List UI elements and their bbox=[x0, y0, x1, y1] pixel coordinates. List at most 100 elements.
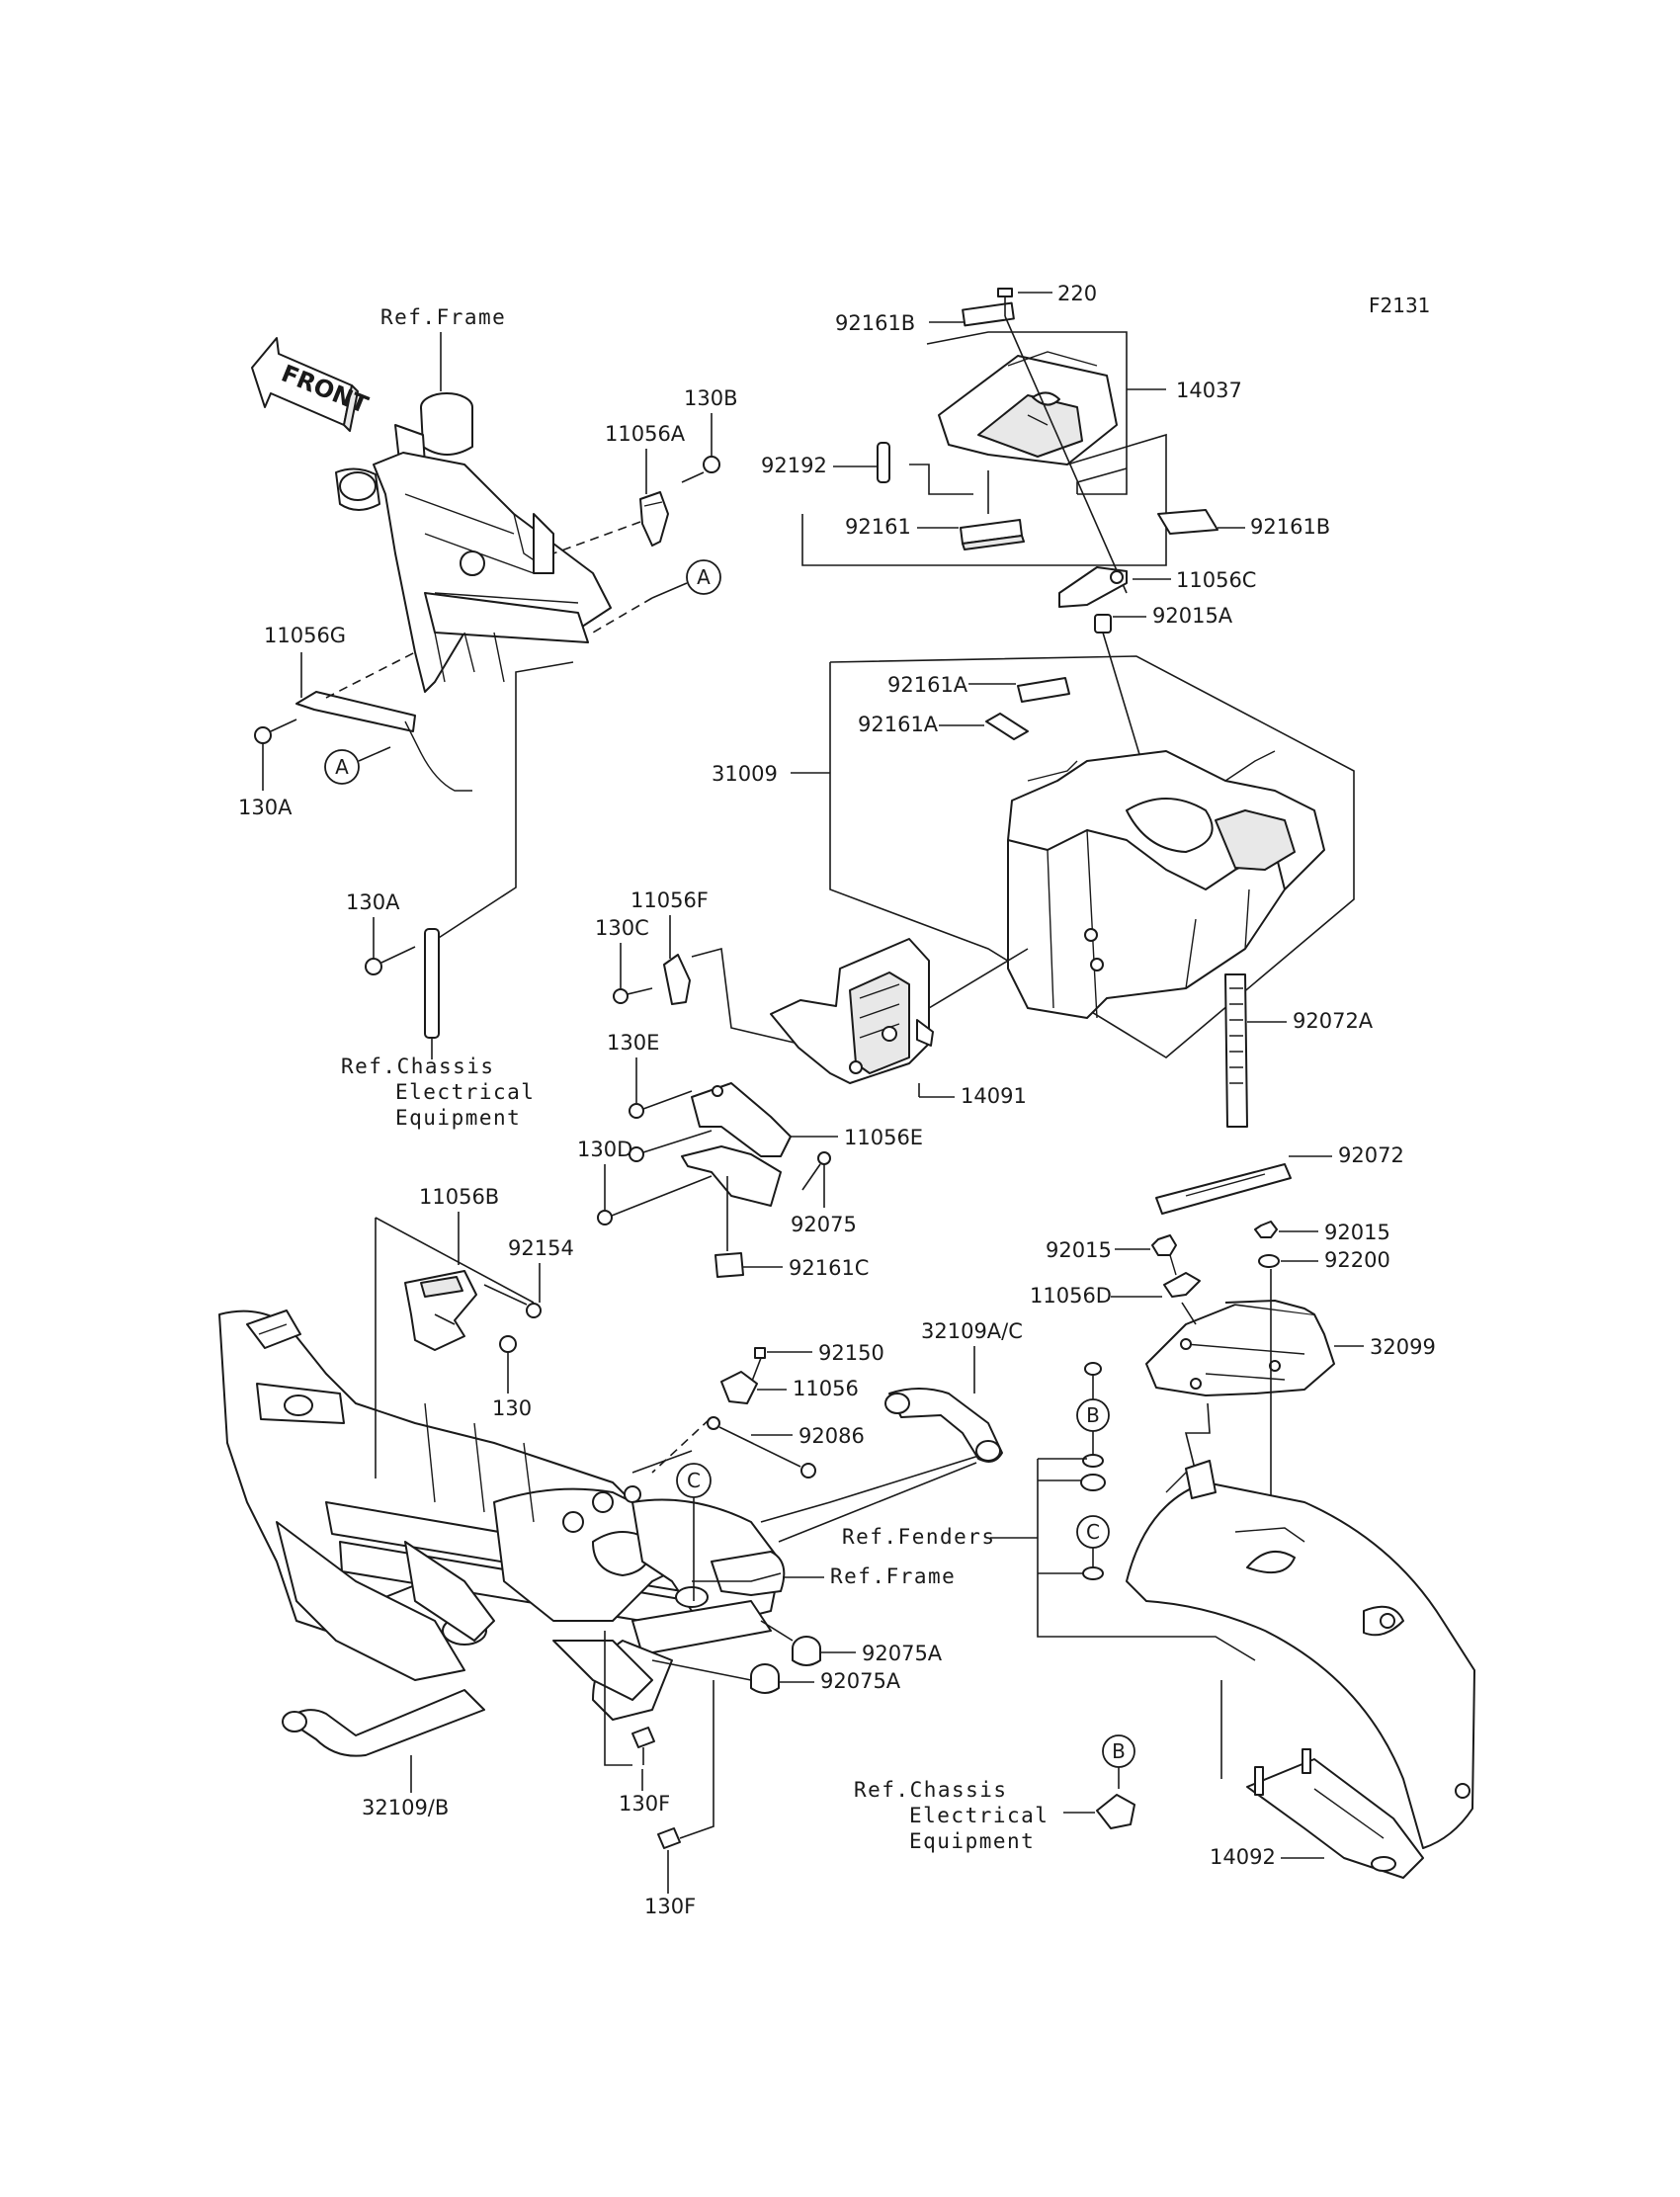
part-92072A-strap bbox=[1224, 973, 1248, 1128]
part-washer-stack-1 bbox=[1082, 1454, 1104, 1468]
part-11056B-bracket bbox=[404, 1270, 477, 1351]
part-11056A bbox=[639, 491, 669, 547]
label-130: 130 bbox=[492, 1396, 532, 1420]
part-92192-pin bbox=[877, 442, 890, 483]
label-92154: 92154 bbox=[508, 1236, 574, 1260]
label-ref-chassis-right-3: Equipment bbox=[909, 1829, 1035, 1853]
part-14092-flap bbox=[1246, 1748, 1424, 1879]
label-92161A-1: 92161A bbox=[887, 673, 968, 697]
label-130A-1: 130A bbox=[238, 796, 293, 819]
label-11056A: 11056A bbox=[605, 422, 686, 446]
part-130F-bolt-2 bbox=[657, 1827, 681, 1849]
label-92161B-2: 92161B bbox=[1250, 515, 1330, 539]
label-11056B: 11056B bbox=[419, 1185, 499, 1209]
label-32109AC: 32109A/C bbox=[921, 1319, 1023, 1343]
label-130E: 130E bbox=[607, 1031, 659, 1055]
label-92161B-1: 92161B bbox=[835, 311, 915, 335]
part-92161C-pad bbox=[714, 1252, 744, 1278]
part-92075-bolt bbox=[801, 1151, 831, 1191]
label-92075: 92075 bbox=[791, 1213, 857, 1236]
part-11056F-bracket bbox=[663, 954, 691, 1005]
part-92150-bolt bbox=[750, 1347, 766, 1385]
part-92161A-pad-2 bbox=[985, 713, 1029, 740]
label-ref-chassis-left-2: Electrical bbox=[395, 1080, 535, 1104]
svg-text:A: A bbox=[335, 755, 349, 779]
part-130E-bolt-2 bbox=[629, 1130, 713, 1162]
part-92161B-pad-top bbox=[962, 301, 1015, 327]
svg-text:C: C bbox=[687, 1469, 701, 1492]
part-11056C-bracket bbox=[1058, 566, 1128, 608]
svg-text:B: B bbox=[1112, 1739, 1126, 1763]
main-frame-drawing bbox=[218, 1310, 786, 1721]
label-130F-2: 130F bbox=[644, 1895, 696, 1918]
part-92015-nut-right bbox=[1254, 1221, 1278, 1238]
part-92161A-pad-1 bbox=[1017, 677, 1070, 703]
label-220: 220 bbox=[1057, 282, 1097, 305]
label-92150: 92150 bbox=[818, 1341, 884, 1365]
marker-a-bottom bbox=[324, 749, 360, 785]
part-11056-clamp bbox=[720, 1371, 758, 1404]
part-130A-bolt-left bbox=[254, 718, 297, 744]
label-92075A-2: 92075A bbox=[820, 1669, 901, 1693]
label-32099: 32099 bbox=[1370, 1335, 1436, 1359]
label-ref-chassis-right-1: Ref.Chassis bbox=[854, 1778, 1008, 1802]
label-32109B: 32109/B bbox=[362, 1796, 449, 1819]
svg-text:C: C bbox=[1086, 1520, 1100, 1544]
part-92075A-grommet-2 bbox=[750, 1663, 780, 1694]
label-11056F: 11056F bbox=[630, 888, 709, 912]
part-92161-pad bbox=[960, 519, 1025, 550]
label-92015-1: 92015 bbox=[1046, 1238, 1112, 1262]
part-92086-cable bbox=[707, 1416, 816, 1479]
label-130F-1: 130F bbox=[619, 1792, 670, 1816]
part-11056D-bracket bbox=[1163, 1254, 1201, 1298]
diagram-code: F2131 bbox=[1369, 294, 1430, 317]
label-11056: 11056 bbox=[793, 1377, 859, 1400]
label-92075A-1: 92075A bbox=[862, 1642, 943, 1665]
frame-head-drawing bbox=[335, 392, 612, 693]
label-92015A: 92015A bbox=[1152, 604, 1233, 628]
label-ref-chassis-left-3: Equipment bbox=[395, 1106, 521, 1130]
label-14037: 14037 bbox=[1176, 379, 1242, 402]
label-92192: 92192 bbox=[761, 454, 827, 477]
part-92161B-pad-right bbox=[1157, 509, 1218, 535]
part-11056E-bracket bbox=[681, 1082, 792, 1207]
part-11056G bbox=[295, 691, 472, 792]
rear-fender-drawing bbox=[1126, 1460, 1475, 1849]
label-130C: 130C bbox=[595, 916, 649, 940]
part-130C-bolt bbox=[613, 987, 653, 1004]
part-130A-bolt-lower bbox=[365, 946, 416, 975]
part-nut-stack-top bbox=[1084, 1362, 1102, 1376]
label-130D: 130D bbox=[577, 1138, 632, 1161]
label-92072A: 92072A bbox=[1293, 1009, 1374, 1033]
part-chassis-clip-icon bbox=[1096, 1794, 1135, 1829]
part-130D-bolt bbox=[597, 1175, 713, 1225]
part-130E-bolt bbox=[629, 1090, 693, 1119]
front-arrow-icon: FRONT bbox=[251, 337, 373, 432]
part-grommet-stack bbox=[1080, 1474, 1106, 1491]
label-92161: 92161 bbox=[845, 515, 911, 539]
label-ref-frame-bottom: Ref.Frame bbox=[830, 1564, 956, 1588]
label-92086: 92086 bbox=[798, 1424, 865, 1448]
part-32109AC-hose bbox=[884, 1388, 1003, 1463]
label-92161A-2: 92161A bbox=[858, 713, 939, 736]
label-ref-fenders: Ref.Fenders bbox=[842, 1525, 996, 1549]
part-92200-washer bbox=[1258, 1254, 1280, 1268]
label-11056D: 11056D bbox=[1030, 1284, 1112, 1308]
label-ref-chassis-right-2: Electrical bbox=[909, 1804, 1049, 1827]
svg-text:A: A bbox=[697, 565, 711, 589]
part-130F-bolt-1 bbox=[631, 1727, 655, 1765]
label-92072: 92072 bbox=[1338, 1143, 1404, 1167]
part-92154-bolt bbox=[483, 1284, 542, 1318]
part-32099-tray bbox=[1145, 1300, 1335, 1396]
part-32109B-hose bbox=[282, 1689, 485, 1757]
part-92075A-grommet-1 bbox=[792, 1636, 821, 1666]
label-14092: 14092 bbox=[1210, 1845, 1276, 1869]
label-130B: 130B bbox=[684, 386, 738, 410]
part-220-screw bbox=[997, 288, 1013, 316]
label-31009: 31009 bbox=[712, 762, 778, 786]
svg-text:B: B bbox=[1086, 1403, 1100, 1427]
label-92015-2: 92015 bbox=[1324, 1221, 1390, 1244]
label-92161C: 92161C bbox=[789, 1256, 869, 1280]
marker-a-top bbox=[686, 559, 721, 595]
